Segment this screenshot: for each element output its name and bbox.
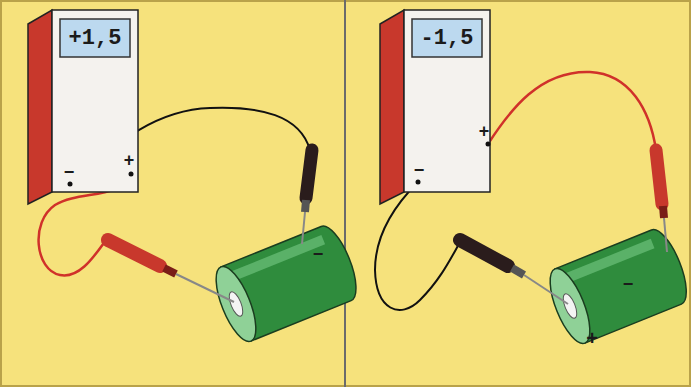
meter-display: [60, 19, 130, 57]
terminal-sign: +: [124, 151, 135, 169]
terminal: [416, 180, 421, 185]
panel-divider: [344, 0, 346, 387]
terminal: [486, 142, 491, 147]
black-probe: [460, 240, 508, 266]
black-wire: [375, 182, 460, 310]
battery-sign: −: [313, 245, 324, 263]
probe-needle: [664, 218, 667, 252]
black-probe: [306, 150, 312, 198]
battery-sign: +: [586, 328, 598, 348]
probe-collar: [164, 268, 176, 274]
probe-collar: [512, 268, 524, 275]
probe-collar: [305, 200, 306, 212]
red-probe: [108, 240, 160, 266]
battery: [208, 221, 364, 346]
red-wire: [488, 72, 656, 150]
meter-side: [28, 10, 52, 204]
red-probe: [656, 150, 662, 204]
probe-needle: [524, 275, 568, 304]
display-reading: -1,5: [421, 28, 474, 50]
probe-collar: [663, 206, 664, 218]
meter-display: [412, 19, 482, 57]
battery: [542, 225, 691, 349]
meter-face: [52, 10, 138, 192]
probe-needle: [176, 274, 234, 302]
battery-sign: −: [623, 275, 634, 293]
probe-needle: [302, 212, 305, 244]
terminal-sign: −: [64, 163, 75, 181]
terminal: [68, 182, 73, 187]
meter-side: [380, 10, 404, 204]
meter-face: [404, 10, 490, 192]
terminal-sign: +: [479, 122, 490, 140]
display-reading: +1,5: [69, 28, 122, 50]
terminal: [129, 172, 134, 177]
terminal-sign: −: [414, 161, 425, 179]
